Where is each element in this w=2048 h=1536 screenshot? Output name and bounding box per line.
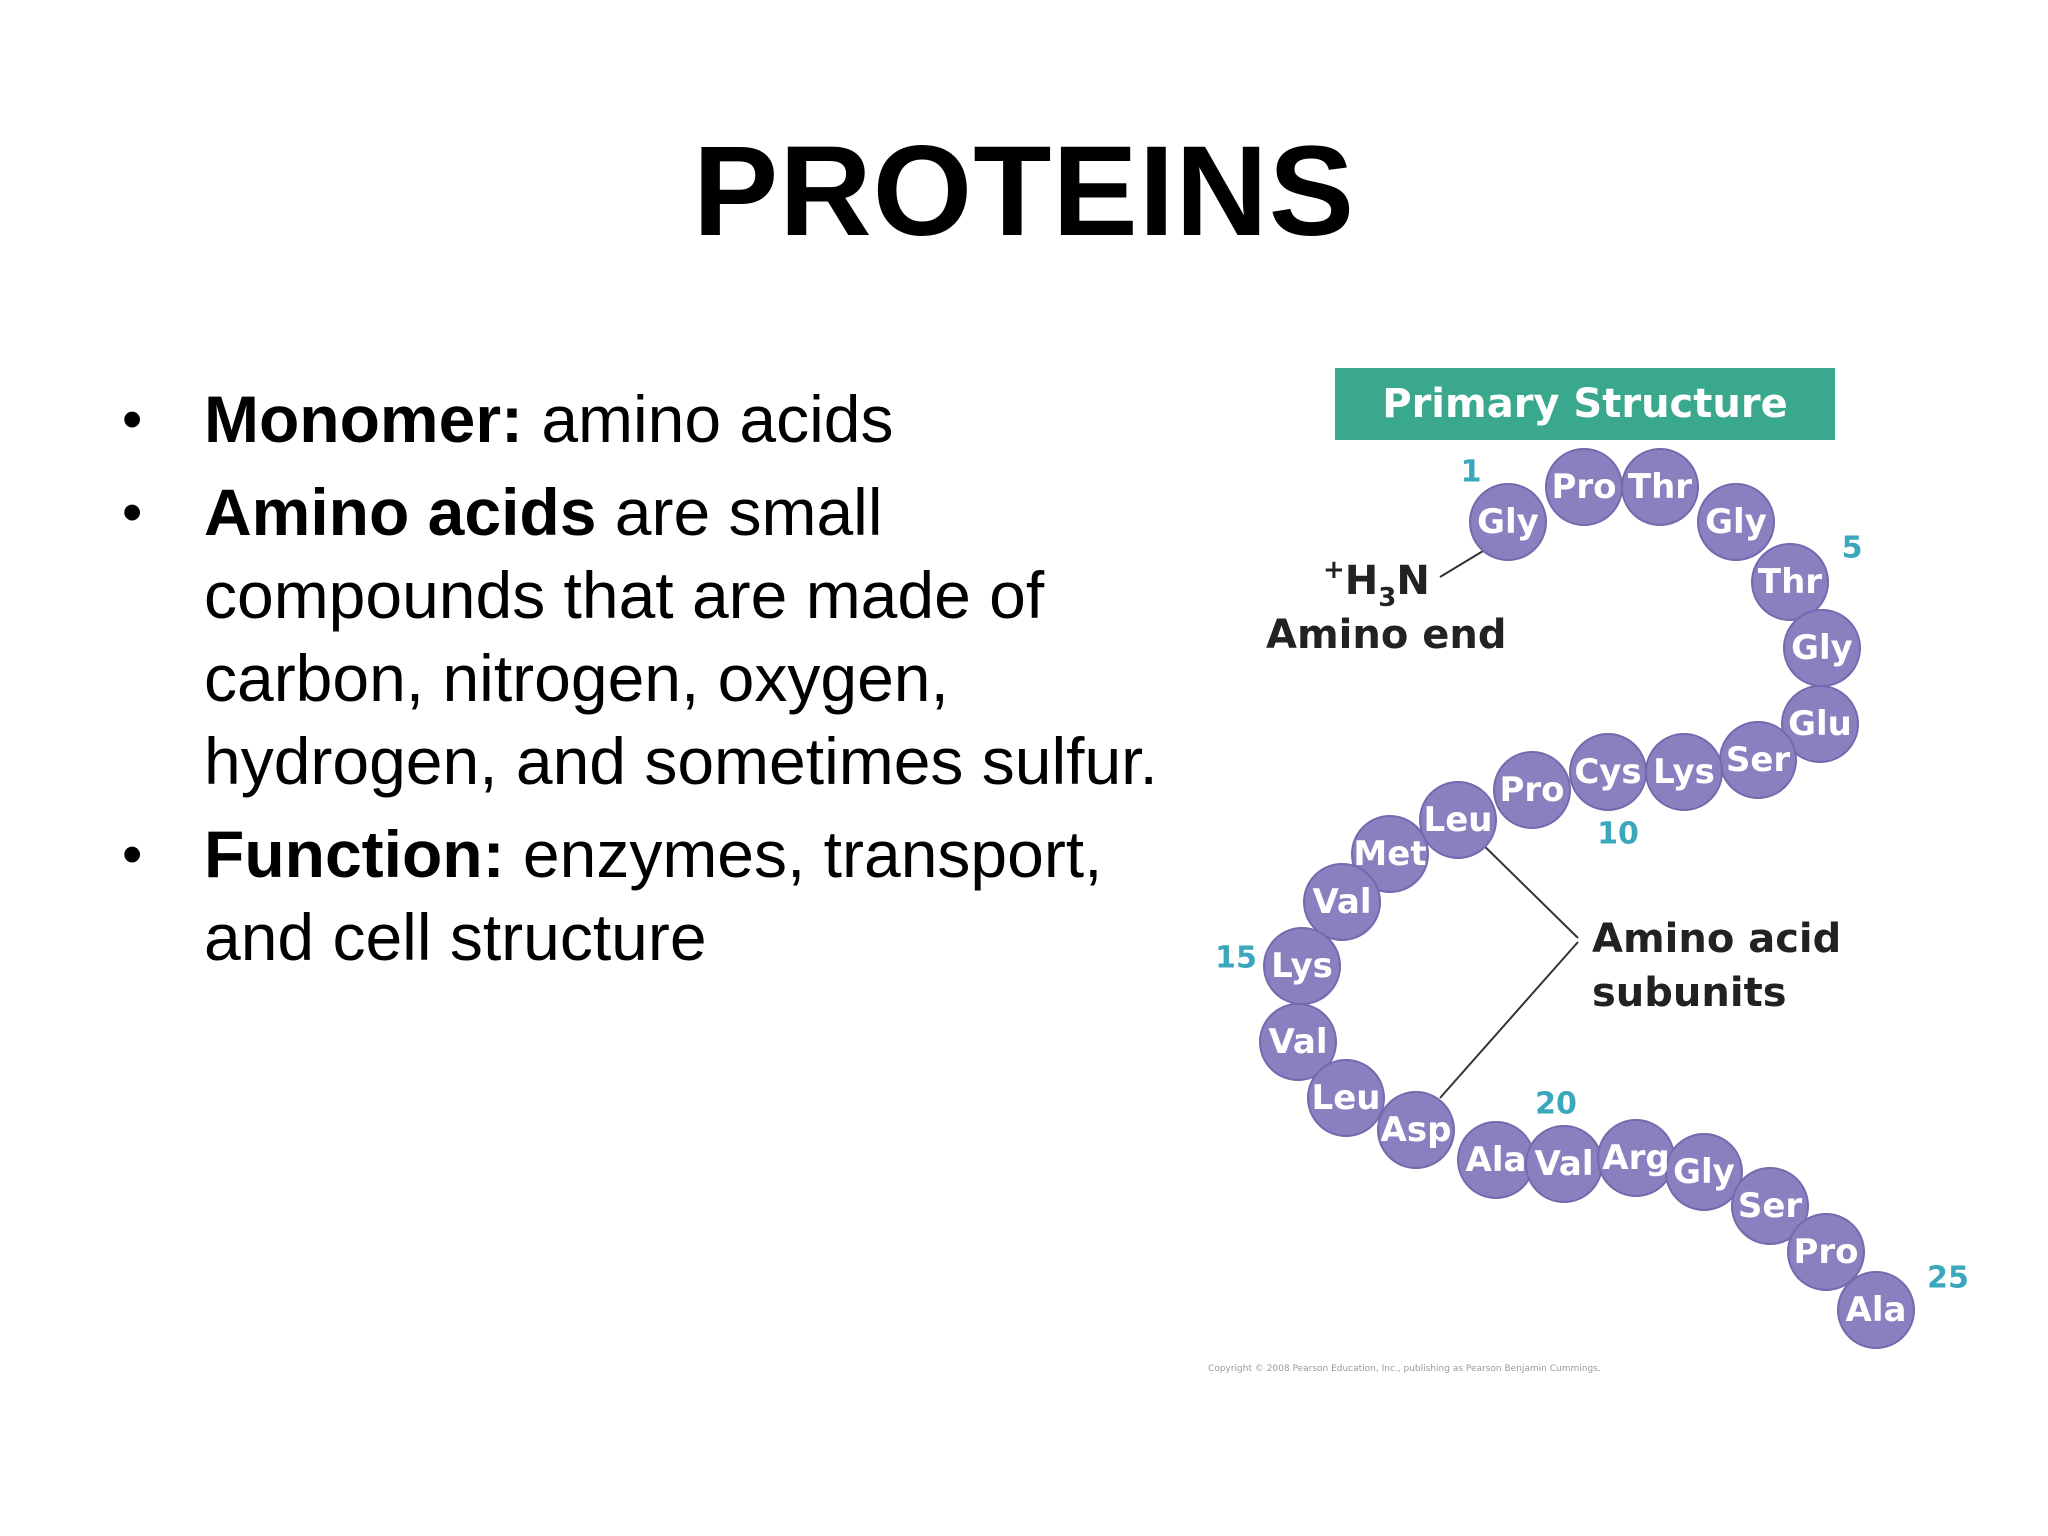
amino-acid-bead	[1781, 685, 1859, 763]
bullet-term: Monomer:	[204, 382, 523, 456]
amino-acid-label: Lys	[1653, 752, 1715, 792]
amino-acid-label: Arg	[1602, 1138, 1669, 1178]
amino-acid-label: Val	[1312, 882, 1371, 922]
amino-acid-label: Gly	[1673, 1152, 1735, 1192]
amino-acid-label: Val	[1534, 1144, 1593, 1184]
position-number: 1	[1461, 455, 1482, 490]
amino-acid-label: Glu	[1788, 704, 1852, 744]
bullet-text: are small compounds that are made of car…	[204, 475, 1158, 798]
banner	[1335, 368, 1835, 440]
amino-end-formula: +H3N	[1323, 555, 1430, 613]
amino-acid-label: Ser	[1726, 740, 1791, 780]
formula-h: H	[1345, 558, 1378, 604]
amino-end-pointer	[1439, 547, 1489, 578]
amino-acid-label: Thr	[1758, 562, 1822, 602]
amino-acid-bead	[1621, 448, 1699, 526]
formula-charge: +	[1323, 555, 1345, 585]
bullet-dot-icon: •	[122, 387, 143, 452]
amino-acid-label: Ser	[1738, 1186, 1803, 1226]
amino-acid-label: Leu	[1312, 1078, 1381, 1118]
position-number: 15	[1215, 941, 1257, 976]
amino-acid-bead	[1419, 781, 1497, 859]
amino-acid-bead	[1377, 1091, 1455, 1169]
bullet-term: Function:	[204, 817, 505, 891]
amino-acid-label: Gly	[1477, 502, 1539, 542]
position-number: 5	[1842, 531, 1863, 566]
bullet-term: Amino acids	[204, 475, 597, 549]
bullet-text: enzymes, transport, and cell structure	[204, 817, 1103, 974]
position-number: 20	[1535, 1087, 1577, 1122]
bullet-list: • Monomer: amino acids • Amino acids are…	[120, 378, 1180, 989]
amino-acid-bead	[1697, 483, 1775, 561]
amino-acid-label: Met	[1353, 834, 1426, 874]
amino-acid-bead	[1787, 1213, 1865, 1291]
subunits-label-line2: subunits	[1592, 970, 1787, 1016]
amino-acid-label: Ala	[1466, 1140, 1527, 1180]
amino-acid-bead	[1351, 815, 1429, 893]
amino-acid-bead	[1751, 543, 1829, 621]
amino-acid-label: Thr	[1628, 467, 1692, 507]
subunits-label-line1: Amino acid	[1592, 916, 1841, 962]
amino-acid-label: Pro	[1551, 467, 1616, 507]
formula-subscript: 3	[1378, 583, 1396, 613]
amino-acid-bead	[1307, 1059, 1385, 1137]
amino-acid-label: Val	[1268, 1022, 1327, 1062]
amino-acid-bead	[1837, 1271, 1915, 1349]
amino-acid-bead	[1259, 1003, 1337, 1081]
subunit-pointer-upper	[1469, 831, 1579, 939]
bullet-dot-icon: •	[122, 480, 143, 545]
amino-acid-label: Pro	[1793, 1232, 1858, 1272]
amino-acid-bead	[1303, 863, 1381, 941]
amino-acid-label: Asp	[1381, 1110, 1452, 1150]
banner-title: Primary Structure	[1382, 381, 1787, 427]
position-number: 10	[1597, 817, 1639, 852]
bullet-item-amino-acids: • Amino acids are small compounds that a…	[120, 471, 1180, 803]
slide-title: PROTEINS	[692, 120, 1356, 263]
amino-acid-label: Ala	[1846, 1290, 1907, 1330]
copyright-notice: Copyright © 2008 Pearson Education, Inc.…	[1208, 1364, 1601, 1374]
amino-acid-label: Pro	[1499, 770, 1564, 810]
subunit-pointer-lower	[1439, 941, 1579, 1099]
amino-acid-bead	[1469, 483, 1547, 561]
formula-n: N	[1396, 558, 1429, 604]
amino-acid-label: Leu	[1424, 800, 1493, 840]
amino-acid-label: Gly	[1705, 502, 1767, 542]
amino-acid-label: Lys	[1271, 946, 1333, 986]
amino-acid-label: Cys	[1574, 752, 1641, 792]
amino-acid-bead	[1569, 733, 1647, 811]
amino-end-label: Amino end	[1266, 612, 1506, 658]
amino-acid-bead	[1731, 1167, 1809, 1245]
amino-acid-bead	[1493, 751, 1571, 829]
bullet-item-monomer: • Monomer: amino acids	[120, 378, 1180, 461]
amino-acid-label: Gly	[1791, 628, 1853, 668]
bullet-dot-icon: •	[122, 822, 143, 887]
position-number: 25	[1927, 1261, 1969, 1296]
bullet-item-function: • Function: enzymes, transport, and cell…	[120, 813, 1180, 979]
bullet-text: amino acids	[522, 382, 894, 456]
amino-acid-bead	[1665, 1133, 1743, 1211]
